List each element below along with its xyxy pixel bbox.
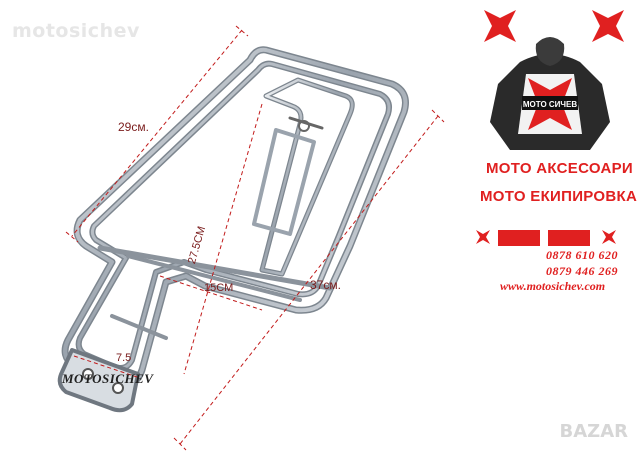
dimension-label-15cm: 15CM	[204, 282, 234, 294]
bazar-watermark: BAZAR	[559, 421, 629, 442]
dimension-lines	[65, 25, 445, 451]
maltese-cross-icon	[476, 230, 490, 244]
brand-line-accessories: МОТО АКСЕСОАРИ	[486, 160, 633, 177]
logo-text: MOTO СИЧЕВ	[523, 100, 578, 109]
maltese-cross-icon	[592, 10, 624, 42]
rack-outer-frame	[61, 46, 409, 389]
website-url: www.motosichev.com	[500, 279, 606, 293]
dimension-label-29cm: 29см.	[118, 120, 149, 134]
watermark-bottom: MOTOSICHEV	[62, 371, 154, 386]
rack-mount-bracket	[57, 348, 140, 413]
watermark-top: motosichev	[12, 20, 140, 42]
phone-number-1: 0878 610 620	[546, 248, 618, 262]
maltese-cross-icon	[484, 10, 516, 42]
dimension-label-7-5: 7.5	[116, 352, 132, 364]
maltese-cross-icon	[602, 230, 616, 244]
dimension-label-37cm: 37см.	[310, 278, 341, 292]
brand-logo: MOTO СИЧЕВ	[484, 10, 624, 150]
phone-number-2: 0879 446 269	[546, 264, 618, 278]
small-logos-row	[476, 230, 616, 246]
rack-center-channel	[259, 77, 355, 277]
brand-line-equipment: МОТО ЕКИПИРОВКА	[480, 188, 638, 205]
